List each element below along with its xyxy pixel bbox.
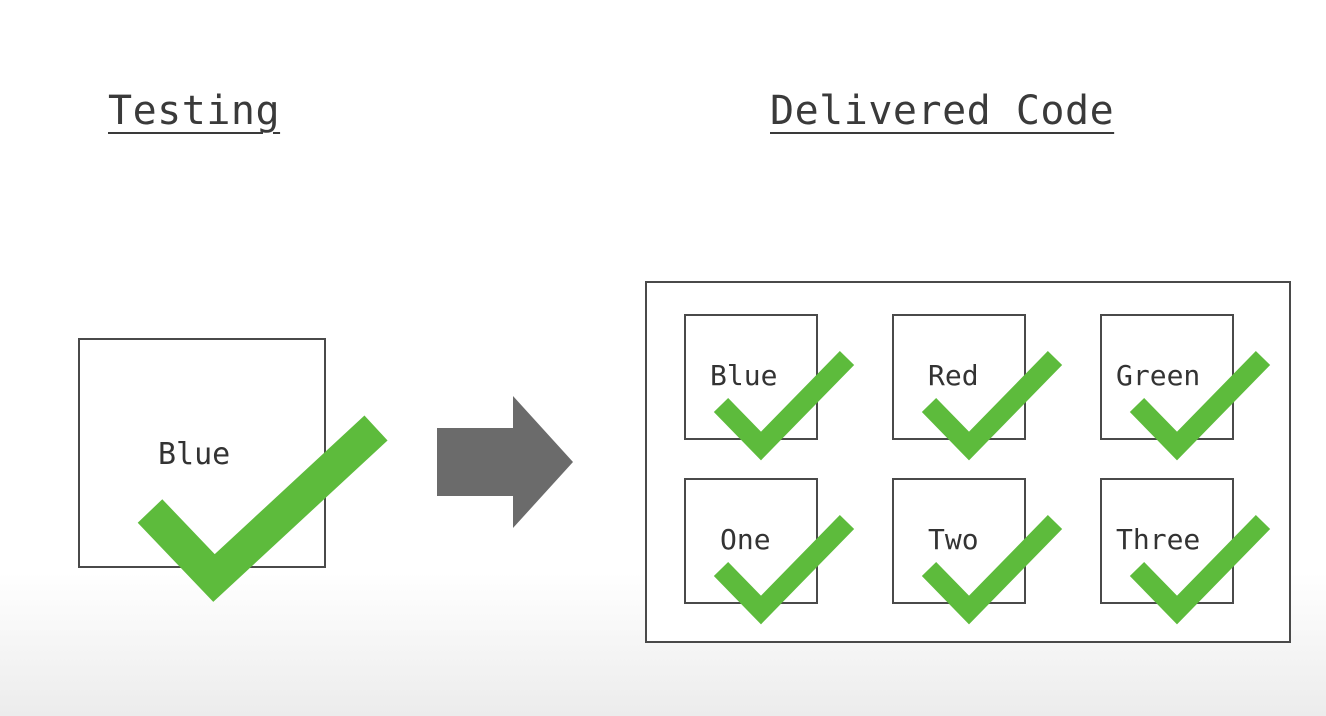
code-item-label: Two xyxy=(928,523,979,556)
code-item-label: Green xyxy=(1116,359,1201,392)
checkmark-icon xyxy=(137,415,388,602)
testing-box-label: Blue xyxy=(158,437,231,472)
checkmark-icon xyxy=(1129,515,1271,625)
checkmark-icon xyxy=(713,515,855,625)
checkmark-icon xyxy=(713,351,855,461)
right-arrow-icon xyxy=(437,396,573,528)
code-item-label: One xyxy=(720,523,771,556)
checkmark-icon xyxy=(1129,351,1271,461)
checkmark-icon xyxy=(921,515,1063,625)
testing-heading: Testing xyxy=(108,88,281,134)
code-item-label: Blue xyxy=(710,359,778,392)
checkmark-icon xyxy=(921,351,1063,461)
code-item-label: Three xyxy=(1116,523,1201,556)
delivered-code-heading: Delivered Code xyxy=(770,88,1115,134)
code-item-label: Red xyxy=(928,359,979,392)
